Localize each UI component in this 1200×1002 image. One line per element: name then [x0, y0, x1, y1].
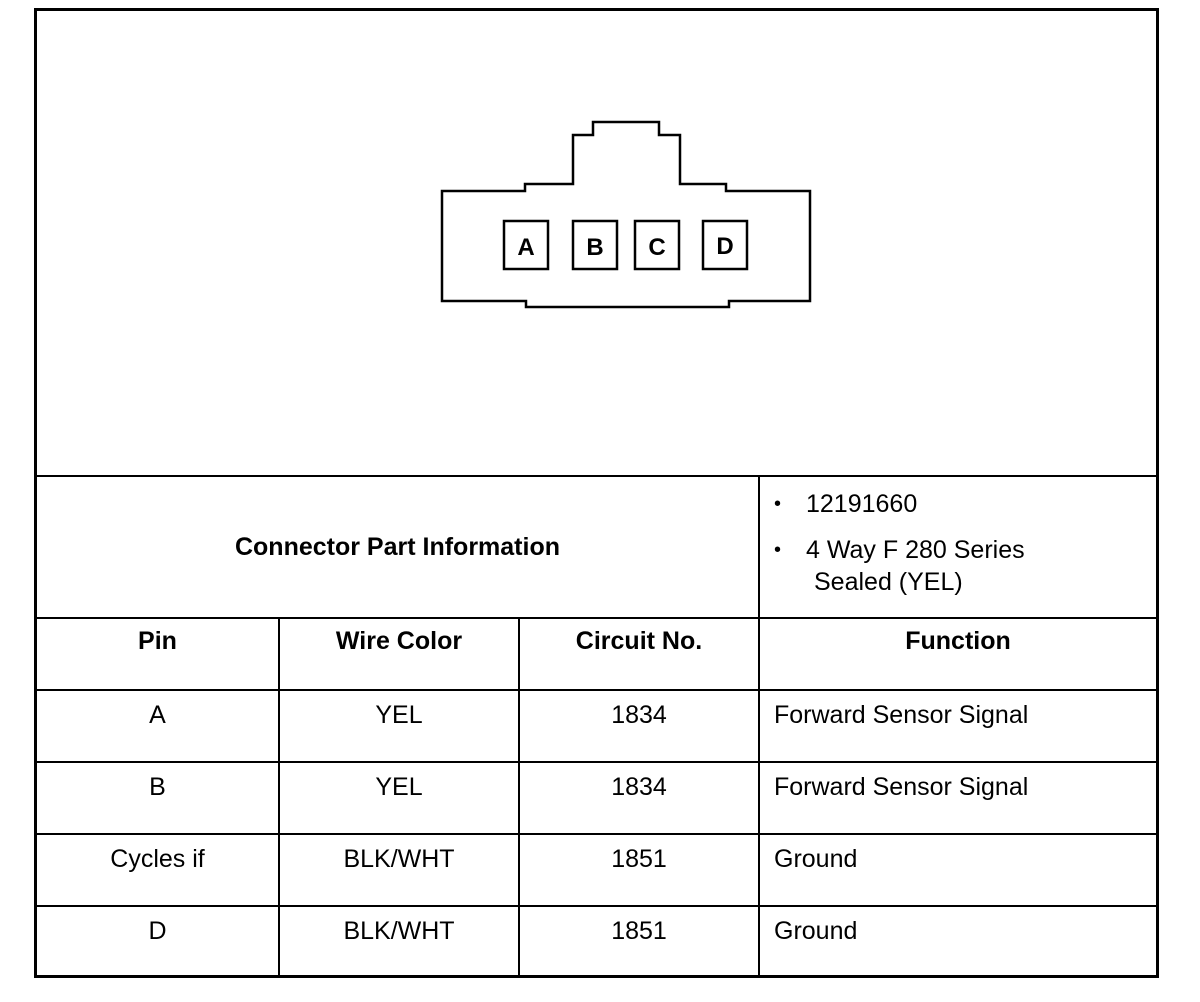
connector-series-item: • 4 Way F 280 Series Sealed (YEL): [772, 531, 1156, 601]
connector-outline: [440, 120, 812, 309]
pin-label-a: A: [517, 234, 534, 261]
connector-face-drawing: A B C D: [440, 120, 812, 309]
table-row: B YEL 1834 Forward Sensor Signal: [37, 761, 1156, 835]
cell-pin: B: [37, 761, 280, 835]
part-info-title: Connector Part Information: [37, 475, 760, 619]
cell-wire-color: BLK/WHT: [278, 833, 520, 907]
header-wire-color: Wire Color: [278, 617, 520, 691]
cell-circuit-no: 1851: [518, 833, 760, 907]
part-number: 12191660: [806, 490, 918, 518]
part-info-row: Connector Part Information • 12191660 • …: [37, 475, 1156, 619]
cell-pin: D: [37, 905, 280, 976]
connector-series: 4 Way F 280 Series: [806, 536, 1025, 564]
connector-sheet-frame: A B C D Connector Part Information: [34, 8, 1159, 978]
header-function: Function: [758, 617, 1156, 691]
cell-pin: Cycles if: [37, 833, 280, 907]
cell-pin: A: [37, 689, 280, 763]
table-row: Cycles if BLK/WHT 1851 Ground: [37, 833, 1156, 907]
pin-label-b: B: [586, 234, 603, 261]
connector-diagram: A B C D: [37, 11, 1156, 475]
table-row: D BLK/WHT 1851 Ground: [37, 905, 1156, 976]
connector-sealing: Sealed (YEL): [814, 568, 963, 596]
header-pin: Pin: [37, 617, 280, 691]
header-circuit-no: Circuit No.: [518, 617, 760, 691]
cell-wire-color: YEL: [278, 761, 520, 835]
cell-function: Ground: [758, 833, 1156, 907]
pin-cavity-c: C: [633, 219, 681, 271]
cell-function: Forward Sensor Signal: [758, 761, 1156, 835]
cell-wire-color: BLK/WHT: [278, 905, 520, 976]
part-info-list: • 12191660 • 4 Way F 280 Series Sealed (…: [758, 475, 1156, 619]
pin-cavity-b: B: [571, 219, 619, 271]
pin-label-c: C: [648, 234, 665, 261]
cell-function: Ground: [758, 905, 1156, 976]
column-header-row: Pin Wire Color Circuit No. Function: [37, 617, 1156, 691]
pin-cavity-d: D: [701, 219, 749, 271]
cell-wire-color: YEL: [278, 689, 520, 763]
connector-info-table: Connector Part Information • 12191660 • …: [37, 475, 1156, 976]
part-number-item: • 12191660: [772, 485, 1156, 523]
cell-circuit-no: 1834: [518, 761, 760, 835]
cell-circuit-no: 1851: [518, 905, 760, 976]
pin-cavity-a: A: [502, 219, 550, 271]
table-row: A YEL 1834 Forward Sensor Signal: [37, 689, 1156, 763]
cell-circuit-no: 1834: [518, 689, 760, 763]
bullet-icon: •: [774, 539, 782, 561]
bullet-icon: •: [774, 493, 782, 515]
pin-label-d: D: [716, 233, 733, 260]
cell-function: Forward Sensor Signal: [758, 689, 1156, 763]
